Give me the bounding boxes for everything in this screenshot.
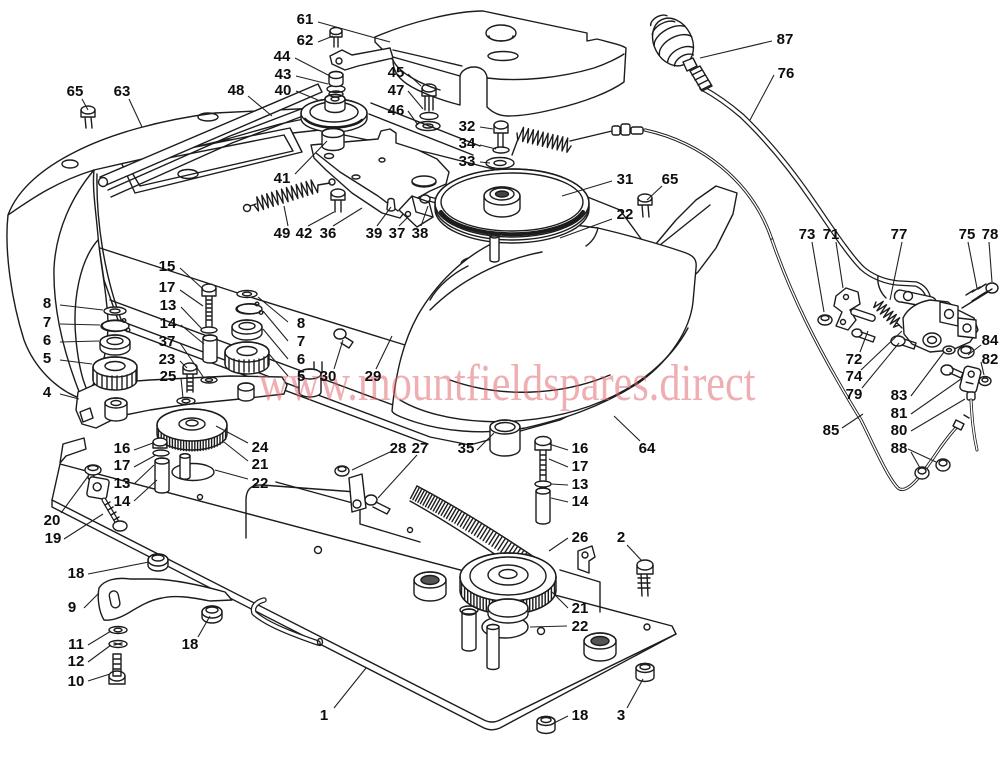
svg-text:76: 76 (778, 65, 795, 82)
svg-text:7: 7 (297, 333, 305, 350)
svg-text:29: 29 (365, 368, 382, 385)
svg-text:30: 30 (320, 368, 337, 385)
svg-text:27: 27 (412, 440, 429, 457)
svg-text:20: 20 (44, 512, 61, 529)
svg-text:46: 46 (388, 102, 405, 119)
svg-text:44: 44 (274, 48, 291, 65)
svg-text:75: 75 (959, 226, 976, 243)
svg-text:28: 28 (390, 440, 407, 457)
svg-text:37: 37 (159, 333, 176, 350)
svg-text:32: 32 (459, 118, 476, 135)
svg-text:14: 14 (160, 315, 177, 332)
svg-text:26: 26 (572, 529, 589, 546)
svg-text:13: 13 (160, 297, 177, 314)
svg-text:17: 17 (572, 458, 589, 475)
svg-text:36: 36 (320, 225, 337, 242)
svg-text:64: 64 (639, 440, 656, 457)
svg-text:42: 42 (296, 225, 313, 242)
svg-text:2: 2 (617, 529, 625, 546)
svg-text:www.mountfieldspares.direct: www.mountfieldspares.direct (259, 355, 756, 412)
svg-text:15: 15 (159, 258, 176, 275)
svg-text:45: 45 (388, 64, 405, 81)
svg-text:43: 43 (275, 66, 292, 83)
svg-text:34: 34 (459, 135, 476, 152)
svg-text:81: 81 (891, 405, 908, 422)
svg-text:17: 17 (114, 457, 131, 474)
svg-text:80: 80 (891, 422, 908, 439)
svg-text:21: 21 (252, 456, 269, 473)
svg-text:13: 13 (114, 475, 131, 492)
svg-text:10: 10 (68, 673, 85, 690)
svg-text:16: 16 (114, 440, 131, 457)
svg-text:4: 4 (43, 384, 52, 401)
svg-text:40: 40 (275, 82, 292, 99)
svg-text:6: 6 (297, 351, 305, 368)
svg-text:22: 22 (252, 475, 269, 492)
svg-text:18: 18 (182, 636, 199, 653)
svg-text:79: 79 (846, 386, 863, 403)
svg-text:21: 21 (572, 600, 589, 617)
svg-text:61: 61 (297, 11, 314, 28)
svg-text:65: 65 (662, 171, 679, 188)
svg-text:18: 18 (572, 707, 589, 724)
svg-text:85: 85 (823, 422, 840, 439)
svg-text:82: 82 (982, 351, 999, 368)
svg-text:83: 83 (891, 387, 908, 404)
svg-text:77: 77 (891, 226, 908, 243)
svg-text:8: 8 (43, 295, 51, 312)
svg-text:7: 7 (43, 314, 51, 331)
svg-text:5: 5 (297, 368, 305, 385)
svg-text:23: 23 (159, 351, 176, 368)
svg-text:1: 1 (320, 707, 328, 724)
svg-text:8: 8 (297, 315, 305, 332)
svg-text:41: 41 (274, 170, 291, 187)
svg-text:38: 38 (412, 225, 429, 242)
svg-text:14: 14 (572, 493, 589, 510)
svg-text:65: 65 (67, 83, 84, 100)
svg-text:88: 88 (891, 440, 908, 457)
svg-text:63: 63 (114, 83, 131, 100)
svg-text:73: 73 (799, 226, 816, 243)
svg-text:31: 31 (617, 171, 634, 188)
svg-text:39: 39 (366, 225, 383, 242)
svg-text:22: 22 (572, 618, 589, 635)
svg-text:16: 16 (572, 440, 589, 457)
svg-text:18: 18 (68, 565, 85, 582)
svg-text:3: 3 (617, 707, 625, 724)
svg-text:24: 24 (252, 439, 269, 456)
svg-text:25: 25 (160, 368, 177, 385)
svg-text:22: 22 (617, 206, 634, 223)
svg-text:17: 17 (159, 279, 176, 296)
svg-text:12: 12 (68, 653, 85, 670)
svg-text:72: 72 (846, 351, 863, 368)
svg-text:84: 84 (982, 332, 999, 349)
svg-text:62: 62 (297, 32, 314, 49)
svg-text:6: 6 (43, 332, 51, 349)
svg-text:33: 33 (459, 153, 476, 170)
svg-text:9: 9 (68, 599, 76, 616)
svg-text:5: 5 (43, 350, 51, 367)
svg-text:13: 13 (572, 476, 589, 493)
svg-text:14: 14 (114, 493, 131, 510)
svg-text:35: 35 (458, 440, 475, 457)
svg-text:87: 87 (777, 31, 794, 48)
svg-text:47: 47 (388, 82, 405, 99)
svg-text:74: 74 (846, 368, 863, 385)
svg-text:19: 19 (45, 530, 62, 547)
svg-text:78: 78 (982, 226, 999, 243)
svg-text:37: 37 (389, 225, 406, 242)
svg-text:48: 48 (228, 82, 245, 99)
svg-text:11: 11 (68, 636, 84, 653)
svg-text:71: 71 (823, 226, 840, 243)
svg-text:49: 49 (274, 225, 291, 242)
